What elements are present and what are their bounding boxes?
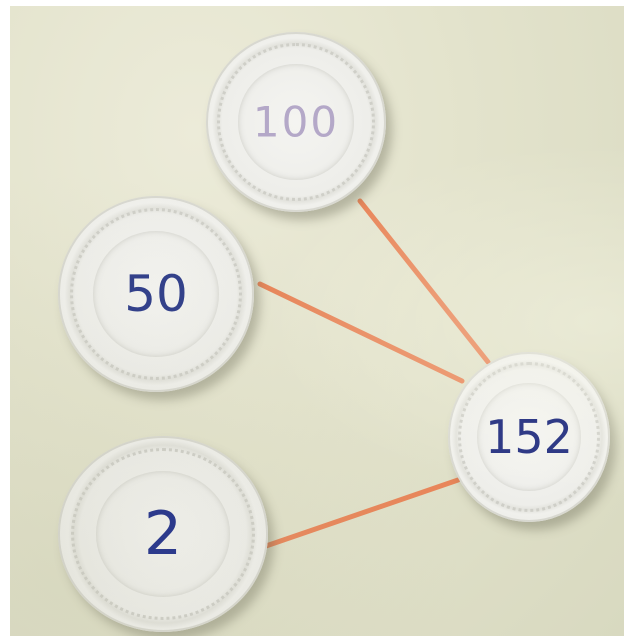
string-50-to-152: [260, 284, 462, 381]
plate-number-50: 50: [58, 265, 254, 323]
paper-plate-50: 50: [58, 196, 254, 392]
plate-number-100: 100: [206, 98, 386, 147]
string-100-to-152: [360, 201, 488, 362]
wall-photo: 100 50 2 152: [10, 6, 624, 636]
paper-plate-2: 2: [58, 436, 268, 632]
paper-plate-152: 152: [448, 352, 610, 522]
plate-number-2: 2: [58, 499, 268, 569]
plate-number-152: 152: [448, 410, 610, 464]
string-2-to-152: [266, 480, 458, 546]
paper-plate-100: 100: [206, 32, 386, 212]
